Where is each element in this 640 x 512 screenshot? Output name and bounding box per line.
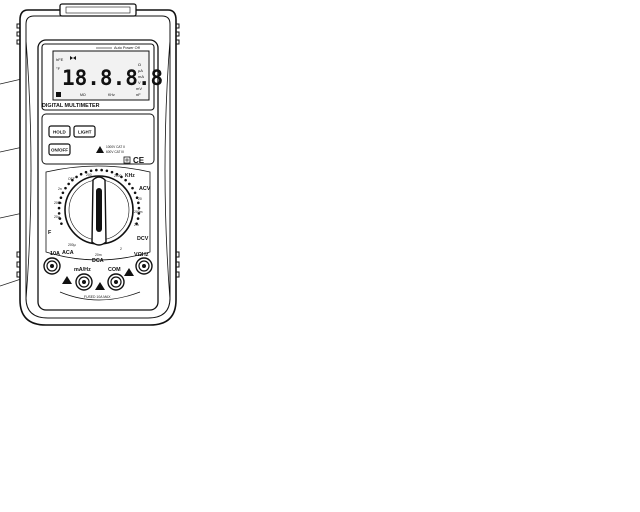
dial-tick [137,201,140,205]
dial-tick [115,172,119,176]
jack-com[interactable] [107,273,125,291]
section-label-aca: ACA [62,250,74,256]
lcd-indicator-mv: mV [136,86,142,91]
jack-ma[interactable] [75,273,93,291]
lcd-indicator-hfe: hFE [56,57,64,62]
dial-tick [59,196,63,199]
dial-tick [137,212,141,215]
jack-label-com: COM [108,267,121,273]
range-label-2n: 2n [58,187,62,191]
range-label-off: OFF [68,177,75,181]
dial-tick [105,169,109,173]
dial-tick [58,217,62,220]
lcd-indicator-ohm: Ω [138,62,141,67]
jack-warning-icon-3 [124,268,134,276]
dial-tick [120,175,123,179]
panel-title: DIGITAL MULTIMETER [42,103,100,109]
lcd-indicator-ma: mA [138,74,144,79]
dial-tick [84,170,88,174]
section-label-farad: F [48,230,52,236]
jack-panel-curve [59,291,141,301]
double-insulation-icon [123,156,131,164]
jack-warning-icon-1 [62,276,72,284]
dial-range-ticks [57,168,141,225]
range-label-20m: 20m [95,253,102,257]
jack-label-vohm: VΩHz [134,252,149,258]
hold-button[interactable]: HOLD [48,125,71,138]
lcd-indicator-khz: KHz [108,93,115,97]
dial-tick [75,175,78,179]
dial-tick [135,222,138,225]
dial-tick [135,196,139,199]
range-label-20u: 20µ [54,215,60,219]
hold-button-label: HOLD [53,130,66,135]
top-tab-slot [65,6,131,14]
lcd-indicator-degf: °F [56,66,61,71]
dial-tick [64,186,67,190]
dial-tick [57,212,61,215]
dial-tick [136,217,140,220]
dial-tick [95,168,98,172]
auto-power-off-label: Auto Power Off [114,46,141,50]
grip-ridges-left [16,23,20,278]
jack-vohm[interactable] [135,257,153,275]
fuse-label: FUSED 10A MAX [84,295,111,299]
warning-line-2: 600V CAT III [106,150,124,154]
dial-tick [131,186,134,190]
dial-tick [110,170,114,174]
dial-tick [124,178,127,182]
dial-tick [67,182,70,186]
dial-tick [137,206,141,210]
section-label-dcv: DCV [137,236,149,242]
dial-tick [71,178,74,182]
section-label-acv: ACV [139,186,151,192]
dial-tick [58,201,61,205]
dial-tick [61,191,65,195]
warning-line-1: 1000V CAT II [106,145,125,149]
range-label-200u: 200µ [68,243,76,247]
lcd-window [52,50,150,101]
dial-tick [60,222,63,225]
jack-10a[interactable] [43,257,61,275]
ce-mark: CE [133,156,145,165]
dial-tick [89,169,93,173]
battery-icon [56,92,61,97]
lcd-indicator-nf: nF [136,92,141,97]
dial-tick [128,182,131,186]
jack-warning-icon-2 [95,282,105,290]
lcd-digits: 18.8.8.8 [62,66,163,90]
dial-tick [79,172,83,176]
range-label-200: 200 [86,173,92,177]
onoff-button-label: ON/OFF [51,148,68,153]
range-label-20: 20 [138,197,142,201]
dial-tick [133,191,137,195]
holster-inner [25,15,171,319]
onoff-button[interactable]: ON/OFF [48,143,71,156]
dial-tick [100,168,103,172]
lcd-indicator-mohm: MΩ [80,93,86,97]
light-button[interactable]: LIGHT [73,125,96,138]
section-label-khz: KHz [125,173,135,179]
dial-tick [57,206,61,210]
range-label-200n: 200n [54,201,62,205]
dial-pointer [96,188,102,232]
jack-label-ma: mA/Hz [74,267,91,273]
range-label-2: 2 [120,247,122,251]
side-grip-right [164,39,171,301]
range-label-2000: 2000 [114,174,122,178]
diode-icon [70,56,76,60]
range-label-200m: 200m [134,210,143,214]
section-label-dca: DCA [92,258,104,264]
range-label-2m: 2m [134,223,139,227]
side-grip-left [25,39,32,301]
jack-label-10a: 10A [50,251,60,257]
lcd-indicator-ua: µA [138,68,143,73]
grip-ridges-right [176,23,180,278]
light-button-label: LIGHT [78,130,92,135]
warning-triangle-icon [96,146,104,153]
lcd-indicator-v: V [138,80,141,85]
